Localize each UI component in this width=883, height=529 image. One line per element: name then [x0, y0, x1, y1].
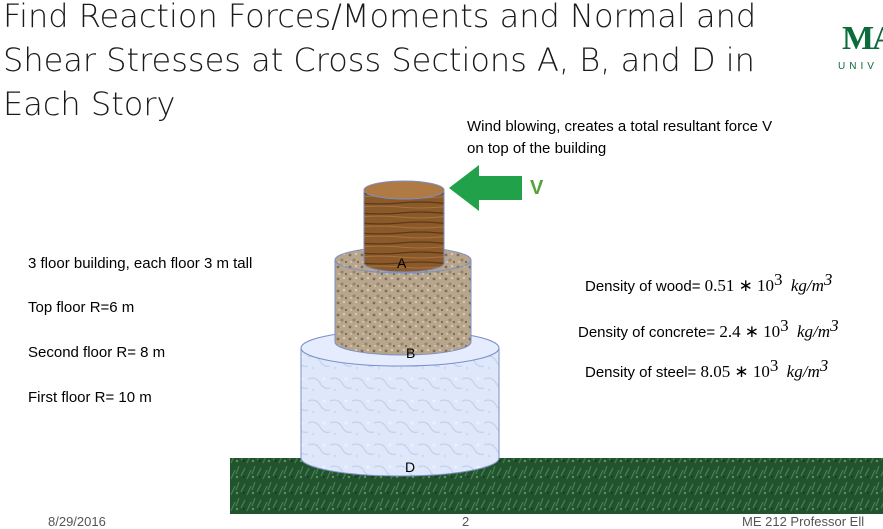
times-symbol: ∗: [744, 322, 759, 341]
density-concrete-label: Density of concrete=: [578, 324, 716, 341]
footer-course: ME 212 Professor Ell: [742, 514, 865, 529]
density-unit: kg/m: [786, 362, 820, 381]
density-concrete: Density of concrete= 2.4 ∗ 103 kg/m3: [578, 316, 839, 342]
logo-letters: MA: [842, 20, 883, 57]
density-wood-label: Density of wood=: [585, 278, 701, 295]
times-symbol: ∗: [734, 362, 749, 381]
exponent: 3: [774, 270, 783, 289]
density-steel-value: 8.05: [700, 362, 731, 381]
base-number: 10: [763, 322, 781, 341]
unit-exponent: 3: [819, 356, 829, 375]
building-info-1: 3 floor building, each floor 3 m tall: [28, 255, 253, 272]
building-info-4: First floor R= 10 m: [28, 389, 152, 406]
section-label-a: A: [397, 255, 407, 271]
times-symbol: ∗: [738, 276, 753, 295]
base-number: 10: [757, 276, 774, 295]
density-steel-label: Density of steel=: [585, 364, 697, 381]
unit-exponent: 3: [830, 316, 839, 335]
exponent: 3: [769, 356, 779, 375]
wind-note-line-1: Wind blowing, creates a total resultant …: [467, 118, 773, 135]
footer-page-number: 2: [462, 514, 470, 529]
force-label: V: [530, 177, 544, 199]
title-line-2: Shear Stresses at Cross Sections A, B, a…: [3, 41, 755, 79]
density-wood-value: 0.51: [704, 276, 735, 295]
wind-force-arrow: [449, 165, 522, 211]
wind-note: Wind blowing, creates a total resultant …: [467, 116, 847, 160]
university-logo: MA UNIV: [828, 12, 883, 82]
wind-note-line-2: on top of the building: [467, 140, 607, 157]
density-concrete-value: 2.4: [719, 322, 741, 341]
logo-subtext: UNIV: [838, 61, 878, 72]
density-wood: Density of wood= 0.51 ∗ 103 kg/m3: [585, 270, 832, 296]
building-info-2: Top floor R=6 m: [28, 299, 135, 316]
section-label-d: D: [405, 459, 415, 475]
density-unit: kg/m: [790, 276, 824, 295]
density-steel: Density of steel= 8.05 ∗ 103 kg/m3: [585, 356, 828, 382]
top-floor-cylinder: [363, 180, 445, 273]
title-line-1: Find Reaction Forces/Moments and Normal …: [3, 0, 757, 35]
exponent: 3: [780, 316, 789, 335]
title-line-3: Each Story: [3, 85, 176, 123]
density-unit: kg/m: [797, 322, 831, 341]
section-label-b: B: [406, 345, 415, 361]
unit-exponent: 3: [823, 270, 833, 289]
base-number: 10: [752, 362, 770, 381]
building-info-3: Second floor R= 8 m: [28, 344, 166, 361]
slide-title: Find Reaction Forces/Moments and Normal …: [3, 0, 823, 126]
footer-date: 8/29/2016: [48, 514, 106, 529]
